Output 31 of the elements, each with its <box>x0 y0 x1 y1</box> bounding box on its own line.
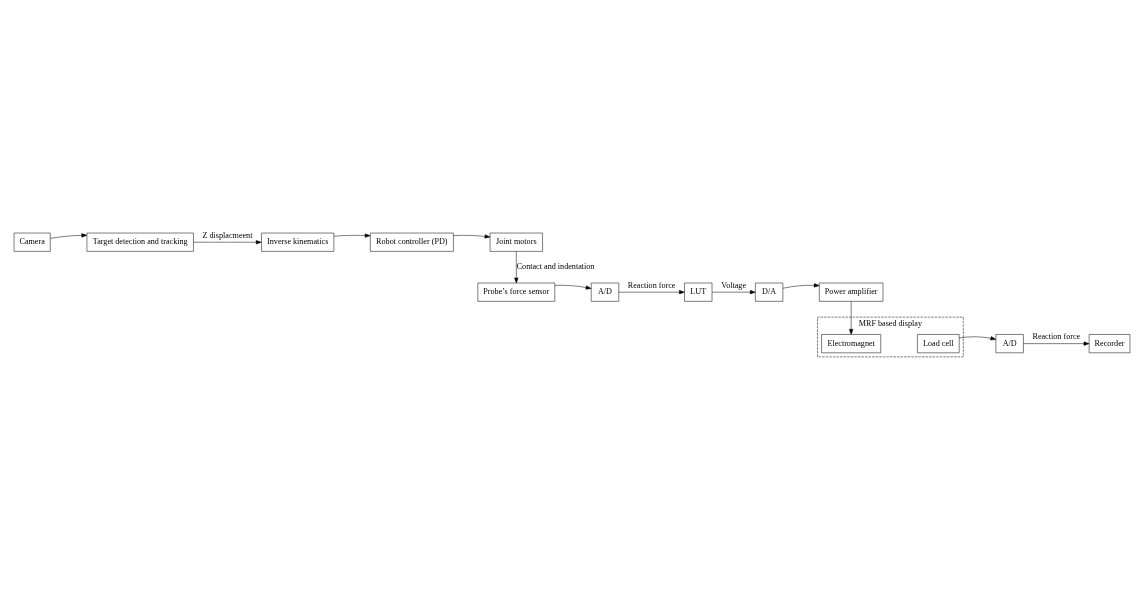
node-box: A/D <box>995 334 1024 354</box>
node-box: Electromagnet <box>821 334 881 354</box>
arrow <box>782 283 820 289</box>
edge-label: Contact and indentation <box>516 262 595 272</box>
edge-label: Voltage <box>721 280 747 290</box>
node-box: A/D <box>591 282 619 302</box>
node-box: Probe’s force sensor <box>477 282 556 302</box>
edge-label: Z displacmeent <box>202 231 253 241</box>
arrow <box>958 336 997 341</box>
edge-label: Reaction force <box>1032 332 1081 342</box>
arrow <box>50 233 88 239</box>
node-box: Joint motors <box>489 232 543 252</box>
arrow <box>1023 341 1090 346</box>
node-box: Camera <box>13 232 51 252</box>
node-box: D/A <box>755 282 784 302</box>
edge-label: Reaction force <box>627 280 676 290</box>
node-box: Load cell <box>917 334 960 354</box>
node-box: Recorder <box>1088 334 1131 354</box>
node-box: Robot controller (PD) <box>370 232 454 252</box>
arrow <box>711 290 756 295</box>
arrow <box>849 301 854 335</box>
arrow <box>333 233 371 238</box>
node-box: Target detection and tracking <box>86 232 194 252</box>
arrow <box>514 251 519 284</box>
arrow <box>618 290 685 295</box>
node-box: LUT <box>684 282 713 302</box>
arrow <box>554 285 592 290</box>
node-box: Power amplifier <box>819 282 884 302</box>
arrow <box>193 240 262 245</box>
arrow <box>453 234 491 239</box>
node-box: Inverse kinematics <box>261 232 335 252</box>
